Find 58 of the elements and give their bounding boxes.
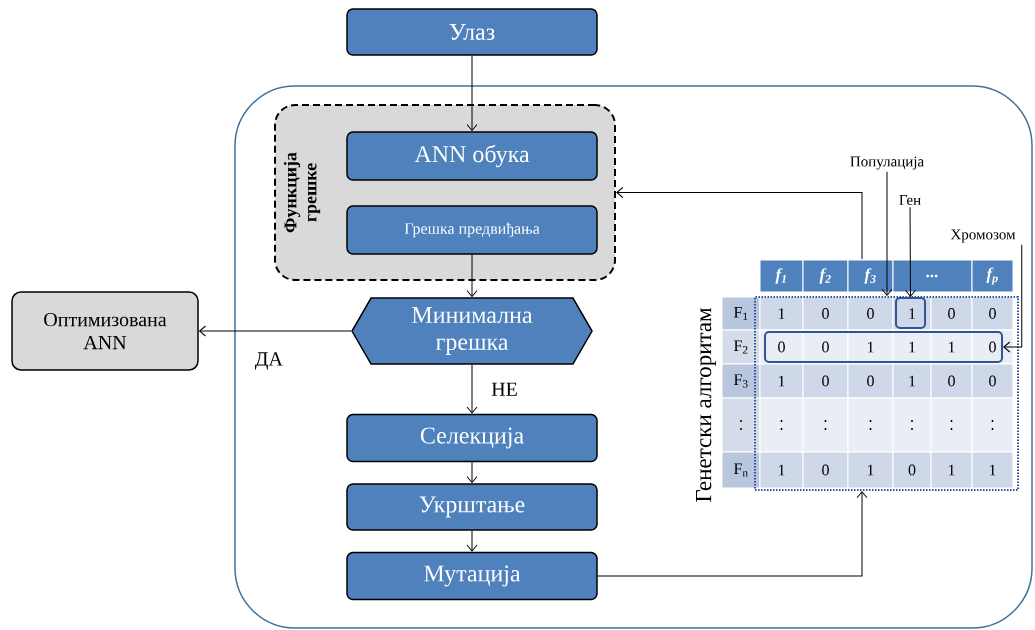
table-cell: 0 [930, 363, 973, 399]
table-cell: . . [892, 397, 932, 453]
arrow [466, 364, 478, 414]
callout-label: Ген [899, 195, 921, 205]
table-cell: 1 [930, 451, 973, 489]
table-cell: 1 [892, 363, 932, 399]
table-cell: . . [802, 397, 849, 453]
table-cell: . . [721, 397, 761, 453]
table-cell: . . [930, 397, 973, 453]
table-cell: 0 [802, 451, 849, 489]
process-box: Селекција [346, 413, 598, 463]
population-outline [754, 296, 1019, 491]
table-cell: F$_{3}$ [721, 363, 761, 399]
arrow [1003, 244, 1023, 353]
table-cell: . . [759, 397, 804, 453]
gene-outline [895, 297, 926, 329]
process-box: Укрштање [346, 483, 598, 531]
decision-hexagon: Минимална грешка [351, 297, 593, 365]
header-cell: ... [892, 259, 973, 293]
table-cell: F$_{2}$ [721, 329, 761, 365]
arrow [466, 461, 478, 483]
process-box: Улаз [346, 8, 598, 56]
table-cell: 1 [759, 363, 804, 399]
table-cell: F$_{1}$ [721, 296, 761, 331]
output-box: Оптимизована ANN [11, 291, 199, 371]
process-box: Мутација [346, 551, 598, 601]
callout-label: Популација [850, 156, 924, 170]
header-cell: f$_{2}$ [802, 259, 849, 293]
table-cell: 0 [892, 451, 932, 489]
table-cell: 1 [971, 451, 1014, 489]
frame [234, 85, 1033, 629]
rotated-label: Генетски алгоритам [696, 307, 716, 502]
table-cell: 1 [759, 451, 804, 489]
process-box: Грешка предвиђања [346, 205, 598, 255]
table-cell: . . [971, 397, 1014, 453]
arrow [199, 325, 352, 337]
arrow [616, 187, 863, 260]
arrow [466, 530, 478, 552]
arrow [597, 491, 868, 577]
edge-label: ДА [253, 351, 284, 371]
arrow [466, 254, 478, 297]
table-cell: . . [847, 397, 894, 453]
table-cell: F$_{n}$ [721, 451, 761, 489]
table-cell: 1 [847, 451, 894, 489]
arrow [904, 206, 916, 297]
header-cell: f$_{p}$ [971, 259, 1014, 293]
header-cell: f$_{1}$ [759, 259, 804, 293]
process-box: ANN обука [346, 131, 598, 181]
header-cell: f$_{3}$ [847, 259, 894, 293]
table-cell: 0 [971, 296, 1014, 331]
table-cell: 0 [802, 363, 849, 399]
edge-label: НЕ [490, 381, 519, 397]
callout-label: Хромозом [950, 229, 1016, 243]
arrow [466, 55, 478, 131]
chromosome-outline [764, 331, 1003, 363]
arrow [881, 171, 893, 296]
table-cell: 0 [847, 363, 894, 399]
table-cell: 0 [971, 363, 1014, 399]
